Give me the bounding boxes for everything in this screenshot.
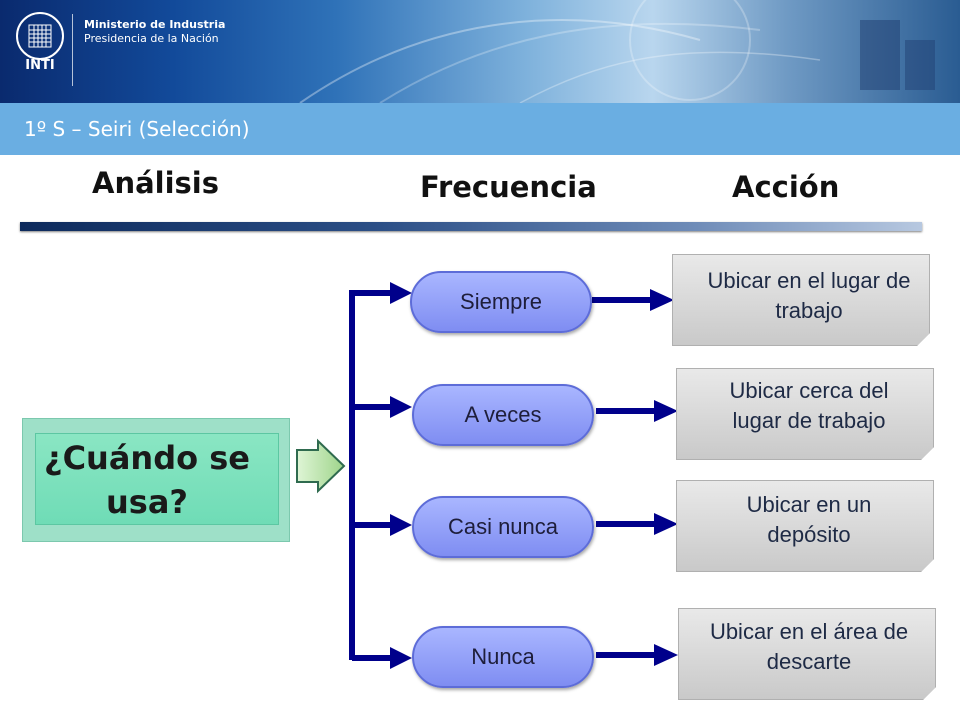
question-line-1: ¿Cuándo se — [44, 439, 250, 477]
frequency-nunca: Nunca — [412, 626, 594, 688]
question-line-2: usa? — [106, 483, 188, 521]
action-1-line-1: Ubicar en el lugar de — [707, 268, 911, 293]
action-arrow-1 — [592, 289, 674, 311]
header-decoration — [299, 0, 935, 103]
question-box — [22, 418, 290, 542]
action-3-line-1: Ubicar en un — [746, 492, 872, 517]
action-text-3: Ubicar en un depósito — [680, 490, 938, 550]
action-card-3 — [676, 480, 934, 572]
action-arrow-4 — [596, 644, 678, 666]
action-arrow-3 — [596, 513, 678, 535]
action-2-line-2: lugar de trabajo — [732, 408, 886, 433]
analysis-heading: Análisis — [92, 166, 220, 200]
action-4-line-1: Ubicar en el área de — [709, 619, 909, 644]
question-text: ¿Cuándo se usa? — [22, 436, 272, 524]
action-heading: Acción — [732, 170, 840, 204]
block-arrow — [296, 438, 346, 494]
action-text-1: Ubicar en el lugar de trabajo — [680, 266, 938, 326]
frequency-casi-nunca: Casi nunca — [412, 496, 594, 558]
branch-arrow-1 — [352, 282, 412, 304]
frequency-siempre: Siempre — [410, 271, 592, 333]
inti-logo-icon — [16, 12, 64, 60]
branch-arrow-2 — [352, 396, 412, 418]
header-banner: INTI Ministerio de Industria Presidencia… — [0, 0, 960, 103]
action-1-line-2: trabajo — [775, 298, 843, 323]
logo-text: INTI — [25, 58, 55, 73]
logo-divider — [72, 14, 73, 86]
presidency-name: Presidencia de la Nación — [84, 32, 219, 45]
frequency-heading: Frecuencia — [420, 170, 597, 204]
action-card-4 — [678, 608, 936, 700]
action-text-4: Ubicar en el área de descarte — [680, 617, 938, 677]
branch-arrow-3 — [352, 514, 412, 536]
action-card-1 — [672, 254, 930, 346]
ministry-name: Ministerio de Industria — [84, 18, 226, 31]
action-card-2 — [676, 368, 934, 460]
slide-subtitle: 1º S – Seiri (Selección) — [24, 117, 250, 141]
action-2-line-1: Ubicar cerca del — [729, 378, 889, 403]
action-3-line-2: depósito — [767, 522, 851, 547]
branch-arrow-4 — [352, 647, 412, 669]
action-4-line-2: descarte — [766, 649, 852, 674]
action-text-2: Ubicar cerca del lugar de trabajo — [680, 376, 938, 436]
subtitle-bar — [0, 103, 960, 155]
header-divider — [20, 222, 922, 231]
action-arrow-2 — [596, 400, 678, 422]
frequency-a-veces: A veces — [412, 384, 594, 446]
